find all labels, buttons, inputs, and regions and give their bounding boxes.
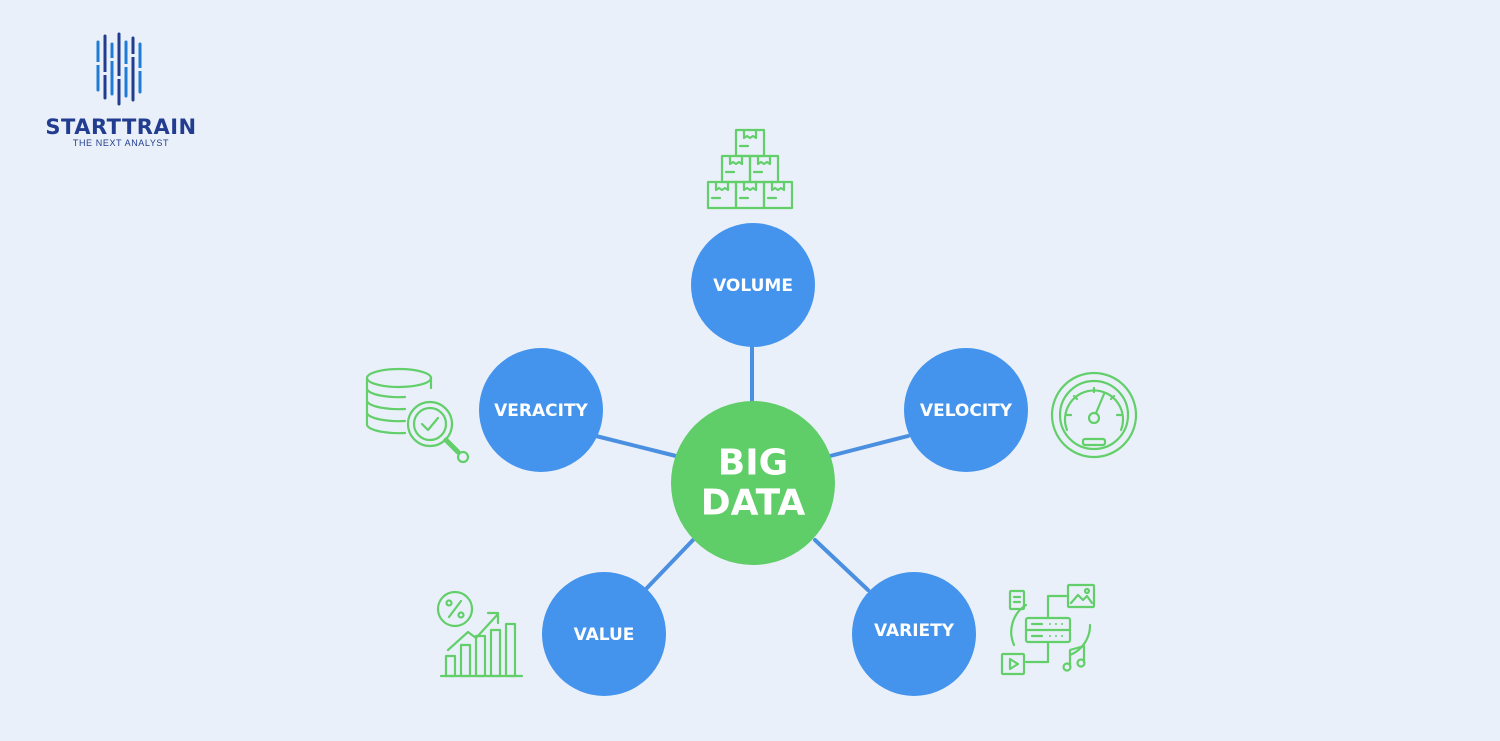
brand-logo: STARTTRAIN THE NEXT ANALYST: [30, 30, 212, 155]
speedometer-icon: [1050, 371, 1138, 459]
node-label-veracity: VERACITY: [494, 401, 588, 421]
connector-variety: [813, 538, 870, 592]
node-variety: VARIETY: [852, 572, 976, 696]
node-label-velocity: VELOCITY: [920, 401, 1013, 421]
center-label-line-2: DATA: [701, 483, 806, 524]
growth-chart-icon: [436, 590, 524, 678]
connector-value: [643, 538, 695, 592]
boxes-stack-icon: [706, 128, 794, 210]
brand-tagline: THE NEXT ANALYST: [72, 138, 170, 148]
node-label-volume: VOLUME: [713, 276, 793, 296]
center-label-line-1: BIG: [718, 443, 788, 484]
node-veracity: VERACITY: [479, 348, 603, 472]
connector-veracity: [594, 434, 678, 458]
node-label-variety: VARIETY: [874, 621, 955, 641]
node-value: VALUE: [542, 572, 666, 696]
brand-name: STARTTRAIN: [45, 115, 197, 139]
connector-velocity: [828, 434, 910, 458]
node-velocity: VELOCITY: [904, 348, 1028, 472]
database-check-icon: [365, 367, 470, 464]
node-volume: VOLUME: [691, 223, 815, 347]
connectors: [594, 344, 910, 592]
logo-bars-icon: [96, 32, 142, 106]
media-types-icon: [1000, 583, 1096, 676]
node-label-value: VALUE: [574, 625, 635, 645]
center-node: BIG DATA: [671, 401, 835, 565]
